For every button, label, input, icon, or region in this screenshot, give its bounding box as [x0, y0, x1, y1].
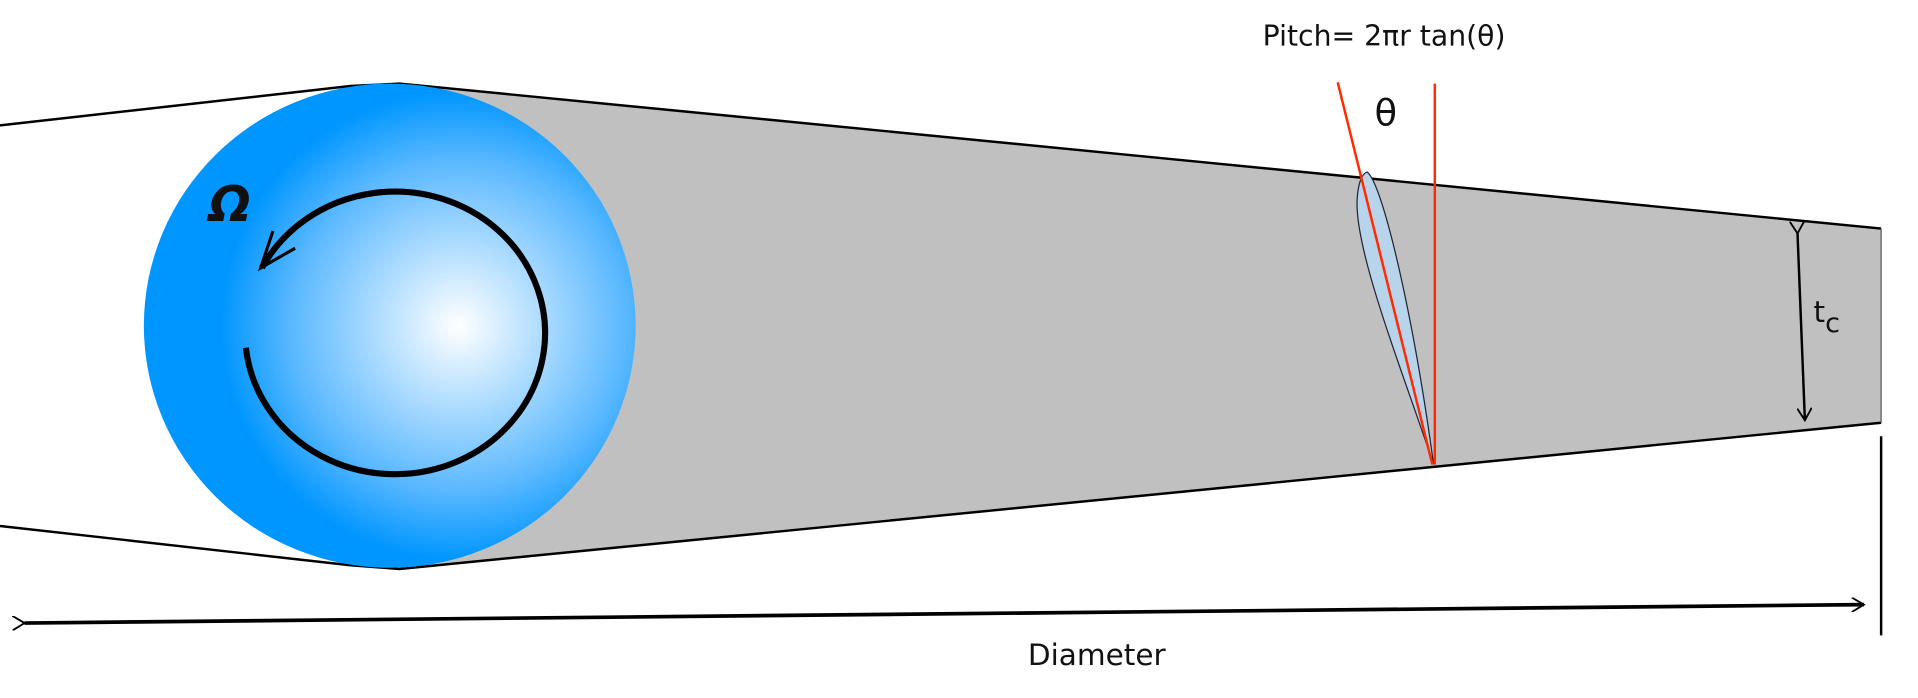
thickness-label: tc: [1813, 295, 1839, 339]
thickness-label-sub: c: [1825, 308, 1840, 339]
pitch-formula: Pitch= 2πr tan(θ): [1263, 19, 1506, 52]
rotation-arrowhead-icon: [257, 230, 296, 272]
theta-label: θ: [1375, 91, 1398, 134]
diameter-label: Diameter: [1028, 638, 1167, 672]
omega-label: Ω: [206, 175, 251, 233]
blade-body: [399, 83, 1882, 569]
hub-disc: [143, 83, 636, 568]
chord-line: [1336, 82, 1434, 465]
diameter-arrow: [25, 605, 1864, 623]
rotation-arrow: [242, 188, 549, 478]
thickness-label-main: t: [1813, 295, 1825, 329]
thickness-arrow: [1798, 233, 1805, 420]
